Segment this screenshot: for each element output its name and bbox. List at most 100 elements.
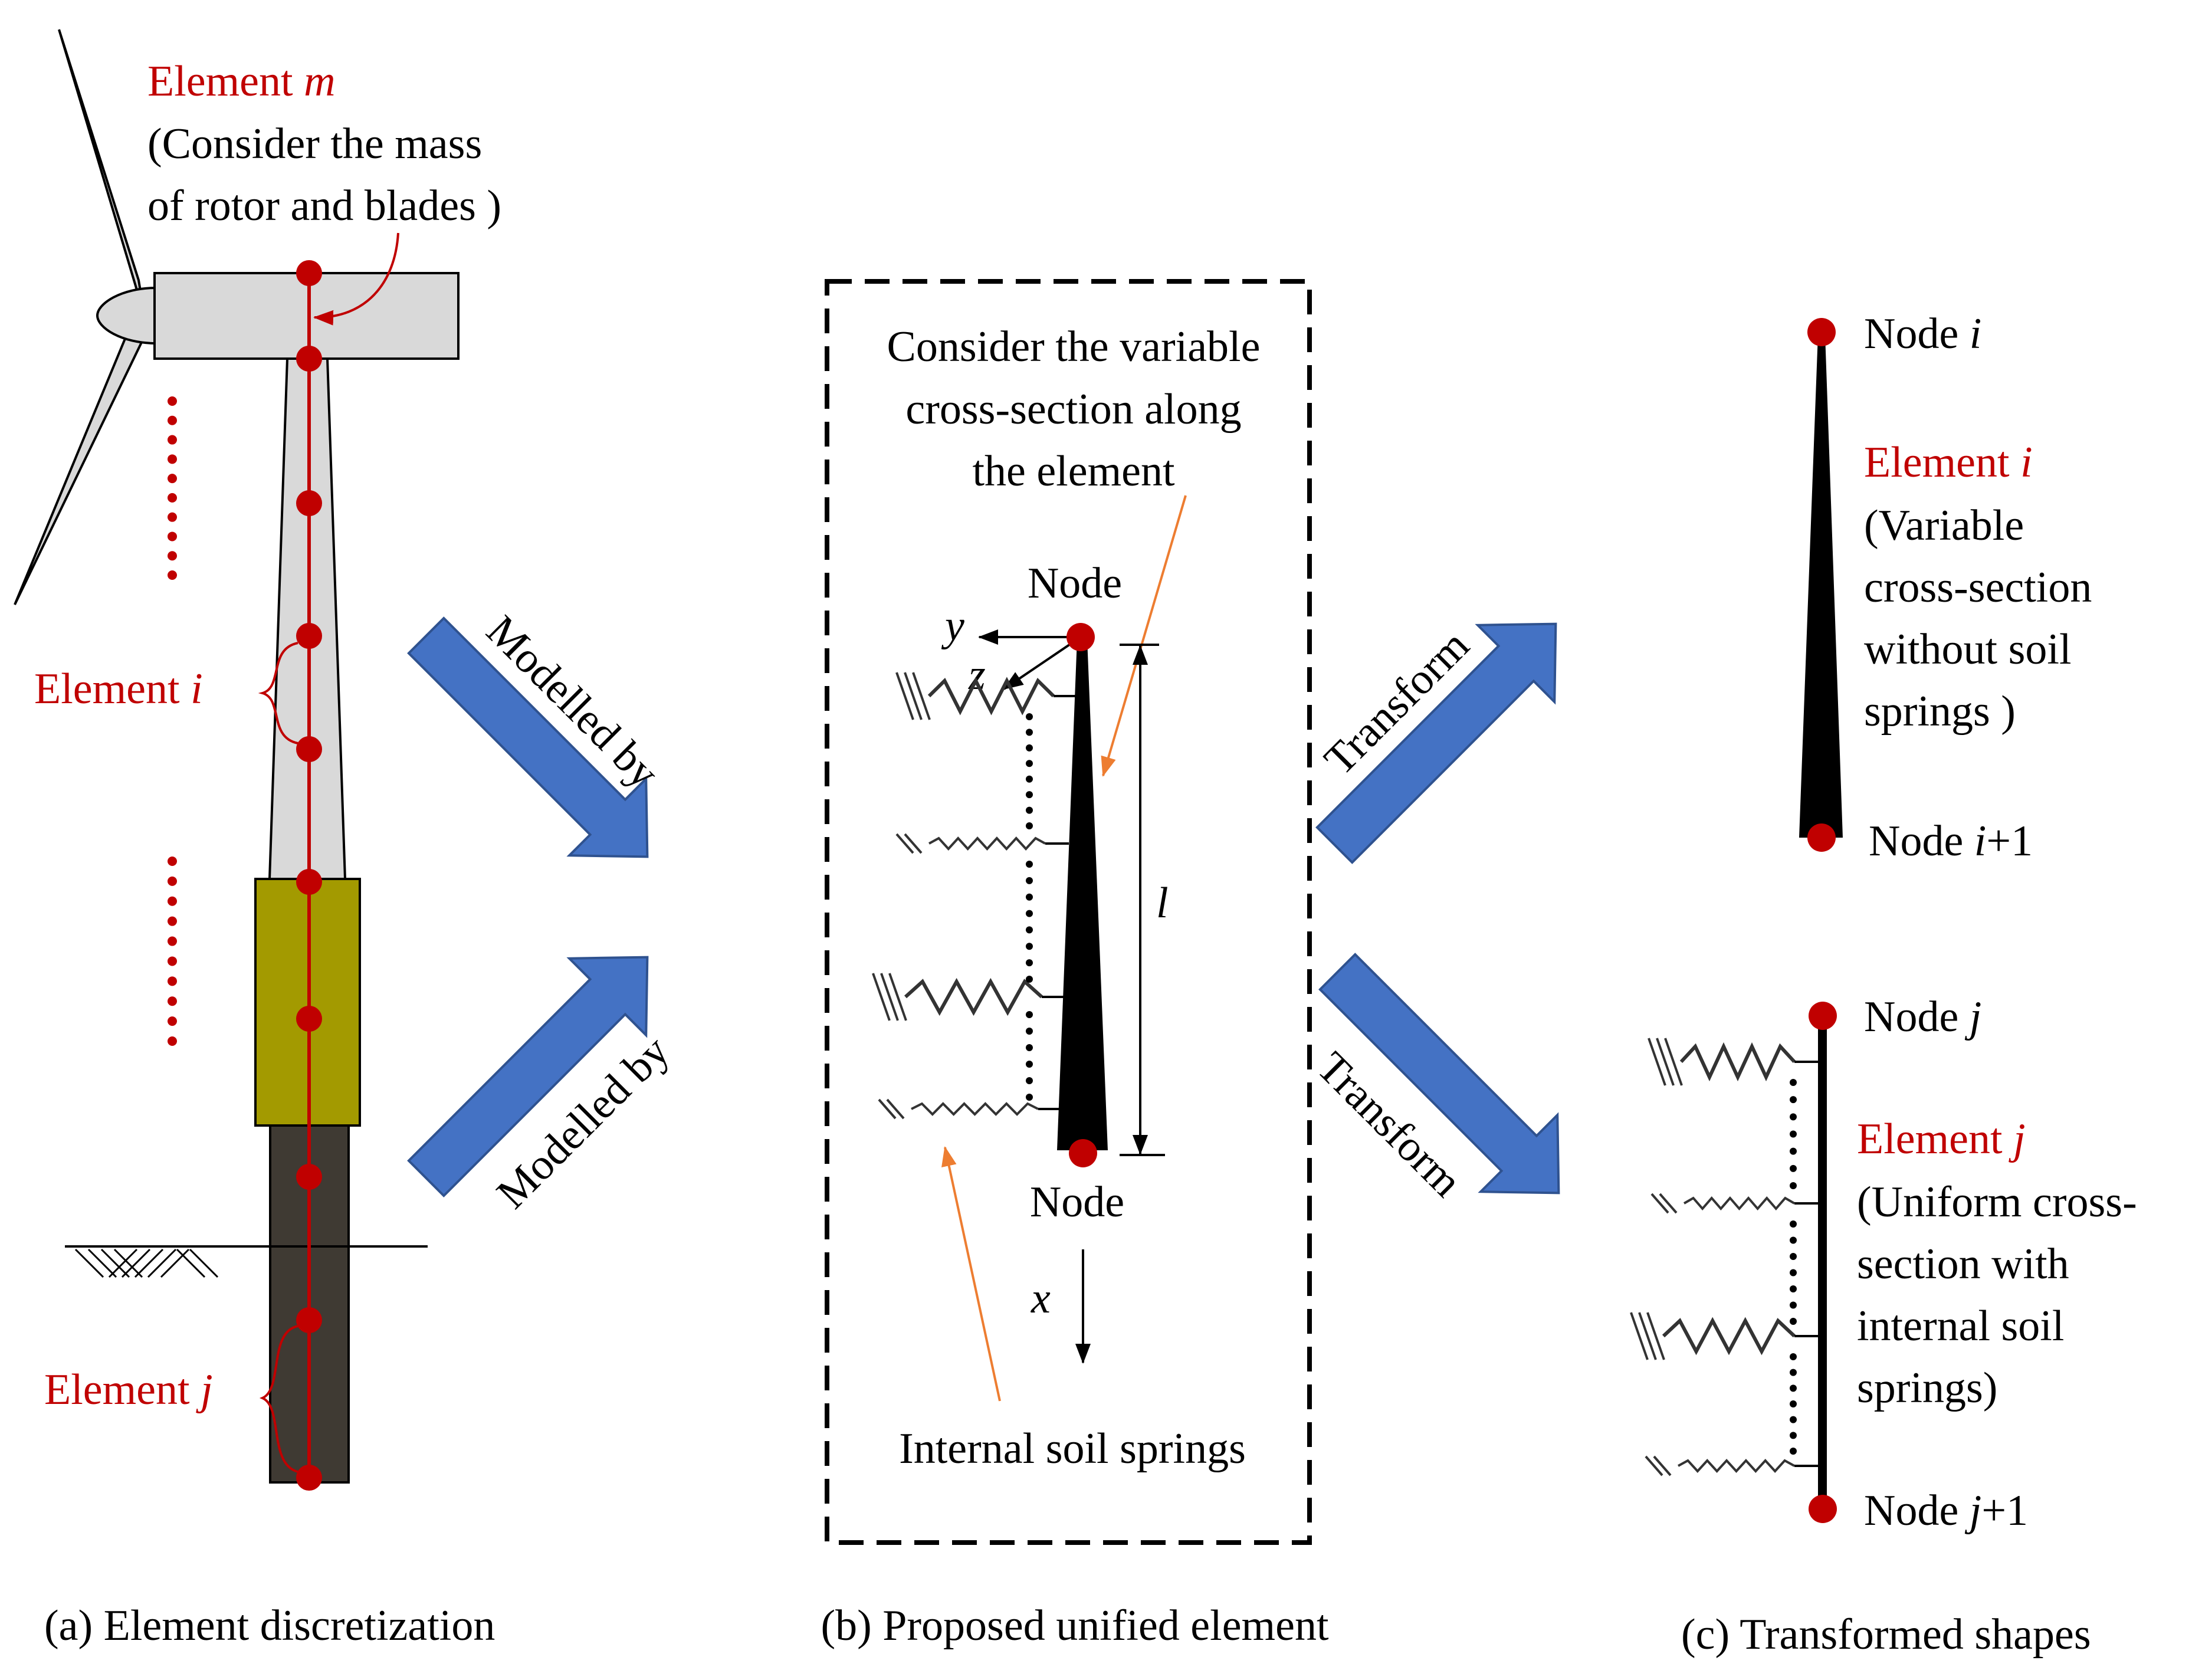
element-j-c-note-line3: internal soil — [1857, 1302, 2064, 1350]
spring-ground-hatch — [904, 833, 923, 854]
spring-ellipsis-dot — [1790, 1130, 1797, 1138]
spring-coil — [904, 977, 1043, 1016]
spring-ground-hatch — [904, 672, 923, 720]
node-dot — [296, 1164, 322, 1190]
variable-section-note-line1: Consider the variable — [887, 323, 1261, 371]
spring-ellipsis-dot — [1790, 1448, 1797, 1455]
rotor-hub — [96, 286, 157, 345]
element-j-brace — [259, 1325, 298, 1473]
internal-soil-springs — [872, 672, 1077, 1120]
ellipsis-dot — [168, 493, 177, 503]
node-i-dot — [1807, 318, 1836, 346]
ellipsis-dot — [168, 976, 177, 986]
ellipsis-dot — [168, 474, 177, 484]
spring-ellipsis-dot — [1790, 1432, 1797, 1439]
ellipsis-dot — [168, 551, 177, 561]
node-dot — [296, 1465, 322, 1491]
spring-ellipsis-dot — [1026, 861, 1033, 868]
axis-x-label: x — [1031, 1274, 1051, 1323]
spring-coil — [1683, 1196, 1796, 1211]
ellipsis-dot — [168, 1036, 177, 1046]
flow-arrows: Modelled by Modelled by Transform Transf… — [407, 606, 1560, 1218]
spring-ellipsis-dot — [1026, 959, 1033, 967]
spring-ground-hatch — [1646, 1312, 1665, 1360]
node-dot — [296, 346, 322, 372]
node-dot — [296, 1006, 322, 1032]
arrow-modelled-by-bottom: Modelled by — [407, 956, 678, 1218]
spring-ellipsis-dot — [1790, 1369, 1797, 1376]
ellipsis-dot — [168, 454, 177, 464]
ellipsis-dot — [168, 996, 177, 1006]
ellipsis-dot — [168, 396, 177, 406]
internal-soil-springs-uniform — [1630, 1038, 1818, 1476]
node-j-label: Node j — [1864, 993, 1981, 1041]
spring-ellipsis-dot — [1790, 1079, 1797, 1086]
spring-ellipsis-dot — [1026, 760, 1033, 767]
ellipsis-dot — [168, 896, 177, 906]
length-label: l — [1156, 879, 1169, 927]
element-i-c-label: Element i — [1864, 438, 2033, 487]
spring-ground-hatch — [1638, 1312, 1657, 1360]
spring-ellipsis-dot — [1790, 1182, 1797, 1189]
spring-ground-hatch — [1664, 1038, 1683, 1086]
element-i-label: Element i — [34, 665, 203, 713]
node-top-label: Node — [1028, 559, 1122, 608]
element-i-c-note-line4: springs ) — [1864, 687, 2016, 736]
element-j-c-note-line2: section with — [1857, 1240, 2069, 1288]
ellipsis-dot — [168, 512, 177, 522]
spring-ellipsis-dot — [1026, 926, 1033, 934]
spring-ellipsis-dot — [1026, 976, 1033, 983]
spring-ground-hatch — [1645, 1455, 1663, 1476]
node-j1-dot — [1809, 1495, 1837, 1523]
spring-ellipsis-dot — [1026, 1028, 1033, 1035]
element-m-leader-arrow — [313, 232, 399, 326]
spring-ellipsis-dot — [1026, 806, 1033, 814]
uniform-section-element — [1818, 1016, 1827, 1511]
spring-ellipsis-dot — [1026, 1044, 1033, 1051]
node-dot — [296, 623, 322, 649]
variable-section-note-line3: the element — [972, 447, 1175, 496]
node-dot — [296, 260, 322, 286]
spring-ground-hatch — [1630, 1312, 1649, 1360]
spring-ellipsis-dot — [1026, 1011, 1033, 1018]
spring-ellipsis-dot — [1790, 1400, 1797, 1407]
axis-z-arrow — [1003, 636, 1082, 690]
ellipsis-dot — [168, 857, 177, 866]
variable-section-note-line2: cross-section along — [905, 385, 1241, 434]
node-i-label: Node i — [1864, 310, 1981, 358]
ellipsis-dots-upper — [168, 396, 177, 580]
ellipsis-dot — [168, 570, 177, 580]
seabed-hatching — [74, 1248, 219, 1278]
element-j-c-note-line4: springs) — [1857, 1364, 1997, 1412]
spring-ellipsis-dot — [1790, 1416, 1797, 1423]
spring-ellipsis-dot — [1026, 1094, 1033, 1101]
spring-ellipsis-dot — [1026, 729, 1033, 736]
spring-ellipsis-dot — [1026, 877, 1033, 884]
panel-a: Element m (Consider the mass of rotor an… — [14, 29, 501, 1650]
element-i-c-note-line2: cross-section — [1864, 563, 2092, 612]
ellipsis-dot — [168, 435, 177, 445]
axis-y-label: y — [941, 602, 964, 650]
arrow-modelled-by-top: Modelled by — [407, 606, 668, 858]
element-i-c-note-line1: (Variable — [1864, 501, 2024, 550]
caption-c: (c) Transformed shapes — [1681, 1610, 2091, 1659]
spring-ground-hatch — [888, 973, 907, 1021]
spring-coil — [927, 677, 1055, 716]
node-dot — [296, 869, 322, 895]
spring-coil — [1662, 1317, 1796, 1356]
spring-ellipsis-dot — [1790, 1096, 1797, 1104]
element-j-label: Element j — [44, 1366, 213, 1414]
spring-ground-hatch — [1656, 1038, 1675, 1086]
element-m-note-line2: of rotor and blades ) — [147, 182, 501, 230]
node-bottom-label: Node — [1030, 1178, 1124, 1226]
spring-coil — [1678, 1459, 1795, 1473]
ellipsis-dot — [168, 1016, 177, 1026]
ellipsis-dot — [168, 876, 177, 886]
ellipsis-dot — [168, 956, 177, 966]
spring-ellipsis-dot — [1026, 713, 1033, 720]
spring-ground-hatch — [872, 973, 891, 1021]
spring-ellipsis-dot — [1026, 893, 1033, 901]
arrow-transform-top: Transform — [1315, 621, 1557, 864]
spring-coil — [1679, 1042, 1796, 1082]
